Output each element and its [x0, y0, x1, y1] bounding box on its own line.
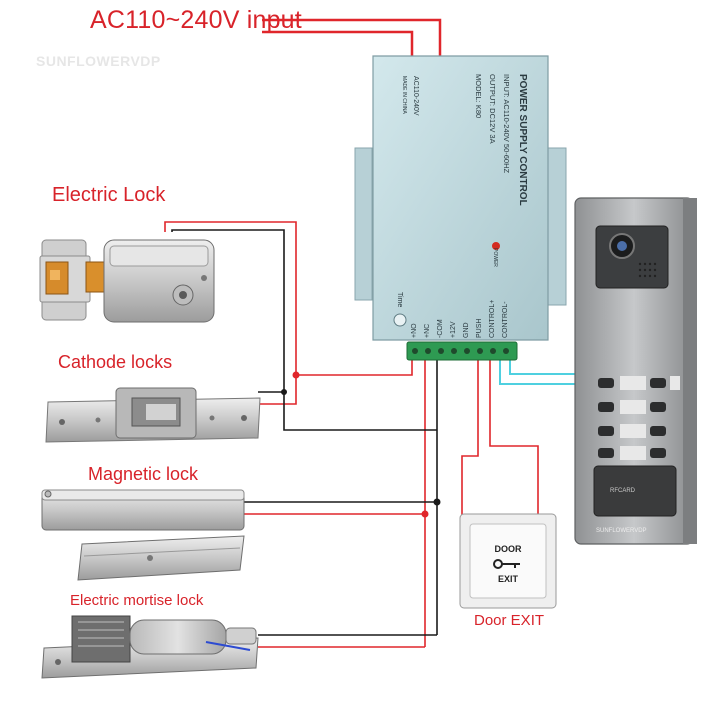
- psu-heading: POWER SUPPLY CONTROL: [517, 74, 528, 206]
- watermark: SUNFLOWERVDP: [36, 53, 161, 69]
- terminal-label: -COM: [437, 319, 444, 338]
- speaker-grille: [638, 262, 657, 278]
- power-supply-unit: POWER Time POWER SUPPLY CONTROL INPUT: A…: [354, 55, 567, 361]
- label-electric-lock: Electric Lock: [52, 184, 166, 206]
- exit-button-line2: EXIT: [498, 574, 519, 584]
- psu-ac-label: AC110-240V: [412, 76, 419, 116]
- terminal-label: +12V: [450, 321, 457, 338]
- label-magnetic-lock: Magnetic lock: [88, 464, 199, 484]
- call-buttons: [598, 376, 680, 460]
- psu-made-in: MADE IN CHINA: [401, 76, 407, 114]
- exit-button-line1: DOOR: [495, 544, 523, 554]
- cathode-lock-image: [45, 387, 261, 443]
- terminal-label: CONTROL-: [502, 301, 509, 338]
- magnetic-lock-image: [41, 489, 245, 581]
- psu-terminal-labels: +NO +NC -COM +12V GND PUSH CONTROL+ CONTROL-: [411, 300, 509, 338]
- psu-input: INPUT: AC110-240V 50-60HZ: [502, 74, 511, 173]
- intercom-panel-image: RFCARD SUNFLOWERVDP: [574, 197, 697, 545]
- power-led-icon: [492, 242, 500, 250]
- terminal-label: +NO: [411, 323, 418, 338]
- terminal-label: GND: [463, 322, 470, 338]
- label-cathode-locks: Cathode locks: [58, 352, 173, 372]
- psu-time-label: Time: [396, 292, 403, 307]
- terminal-label: +NC: [424, 324, 431, 338]
- psu-output: OUTPUT: DC12V 3A: [488, 74, 497, 144]
- door-exit-button-image: DOOR EXIT: [459, 513, 557, 609]
- label-mortise-lock: Electric mortise lock: [70, 592, 204, 609]
- electric-lock-image: [39, 239, 215, 323]
- panel-brand: SUNFLOWERVDP: [596, 528, 647, 534]
- psu-power-label: POWER: [492, 248, 498, 267]
- key-icon: [493, 559, 520, 569]
- ac-input-wires: [262, 18, 442, 58]
- mortise-lock-image: [41, 615, 259, 679]
- terminal-label: CONTROL+: [489, 300, 496, 338]
- wire-junctions: [281, 371, 441, 518]
- terminal-label: PUSH: [476, 319, 483, 338]
- psu-model: MODEL: K80: [474, 74, 483, 118]
- rfcard-label: RFCARD: [610, 488, 636, 494]
- label-door-exit: Door EXIT: [474, 612, 545, 629]
